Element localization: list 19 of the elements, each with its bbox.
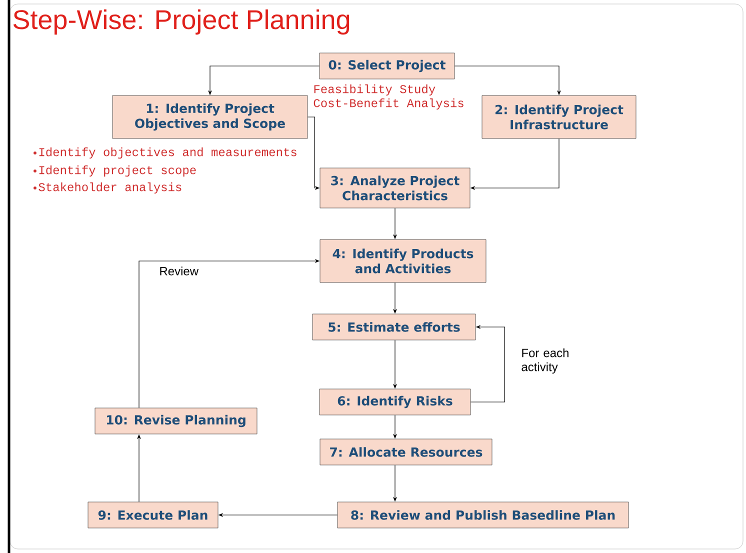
process-box: 10: Revise Planning [94,408,258,434]
edge-label: Review [160,266,199,276]
process-box: 1: Identify Project Objectives and Scope [112,95,308,139]
process-box: 5: Estimate efforts [312,314,476,340]
note-text: Identify objectives and measurements [39,147,296,159]
process-box: 7: Allocate Resources [320,438,492,466]
process-box: 6: Identify Risks [319,388,471,416]
title: Step-Wise: Project Planning [13,9,350,35]
process-box: 2: Identify Project Infrastructure [482,95,636,139]
process-box: 4: Identify Products and Activities [320,239,486,283]
process-box: 9: Execute Plan [88,502,218,528]
note-text: Cost-Benefit Analysis [314,98,464,110]
process-box: 0: Select Project [319,52,455,80]
process-box: 3: Analyze Project Characteristics [320,168,470,208]
note-text: Feasibility Study [314,84,436,96]
edge-label: For each activity [522,348,568,374]
note-text: Identify project scope [39,165,196,177]
process-box: 8: Review and Publish Basedline Plan [337,502,629,528]
note-text: Stakeholder analysis [38,182,182,194]
